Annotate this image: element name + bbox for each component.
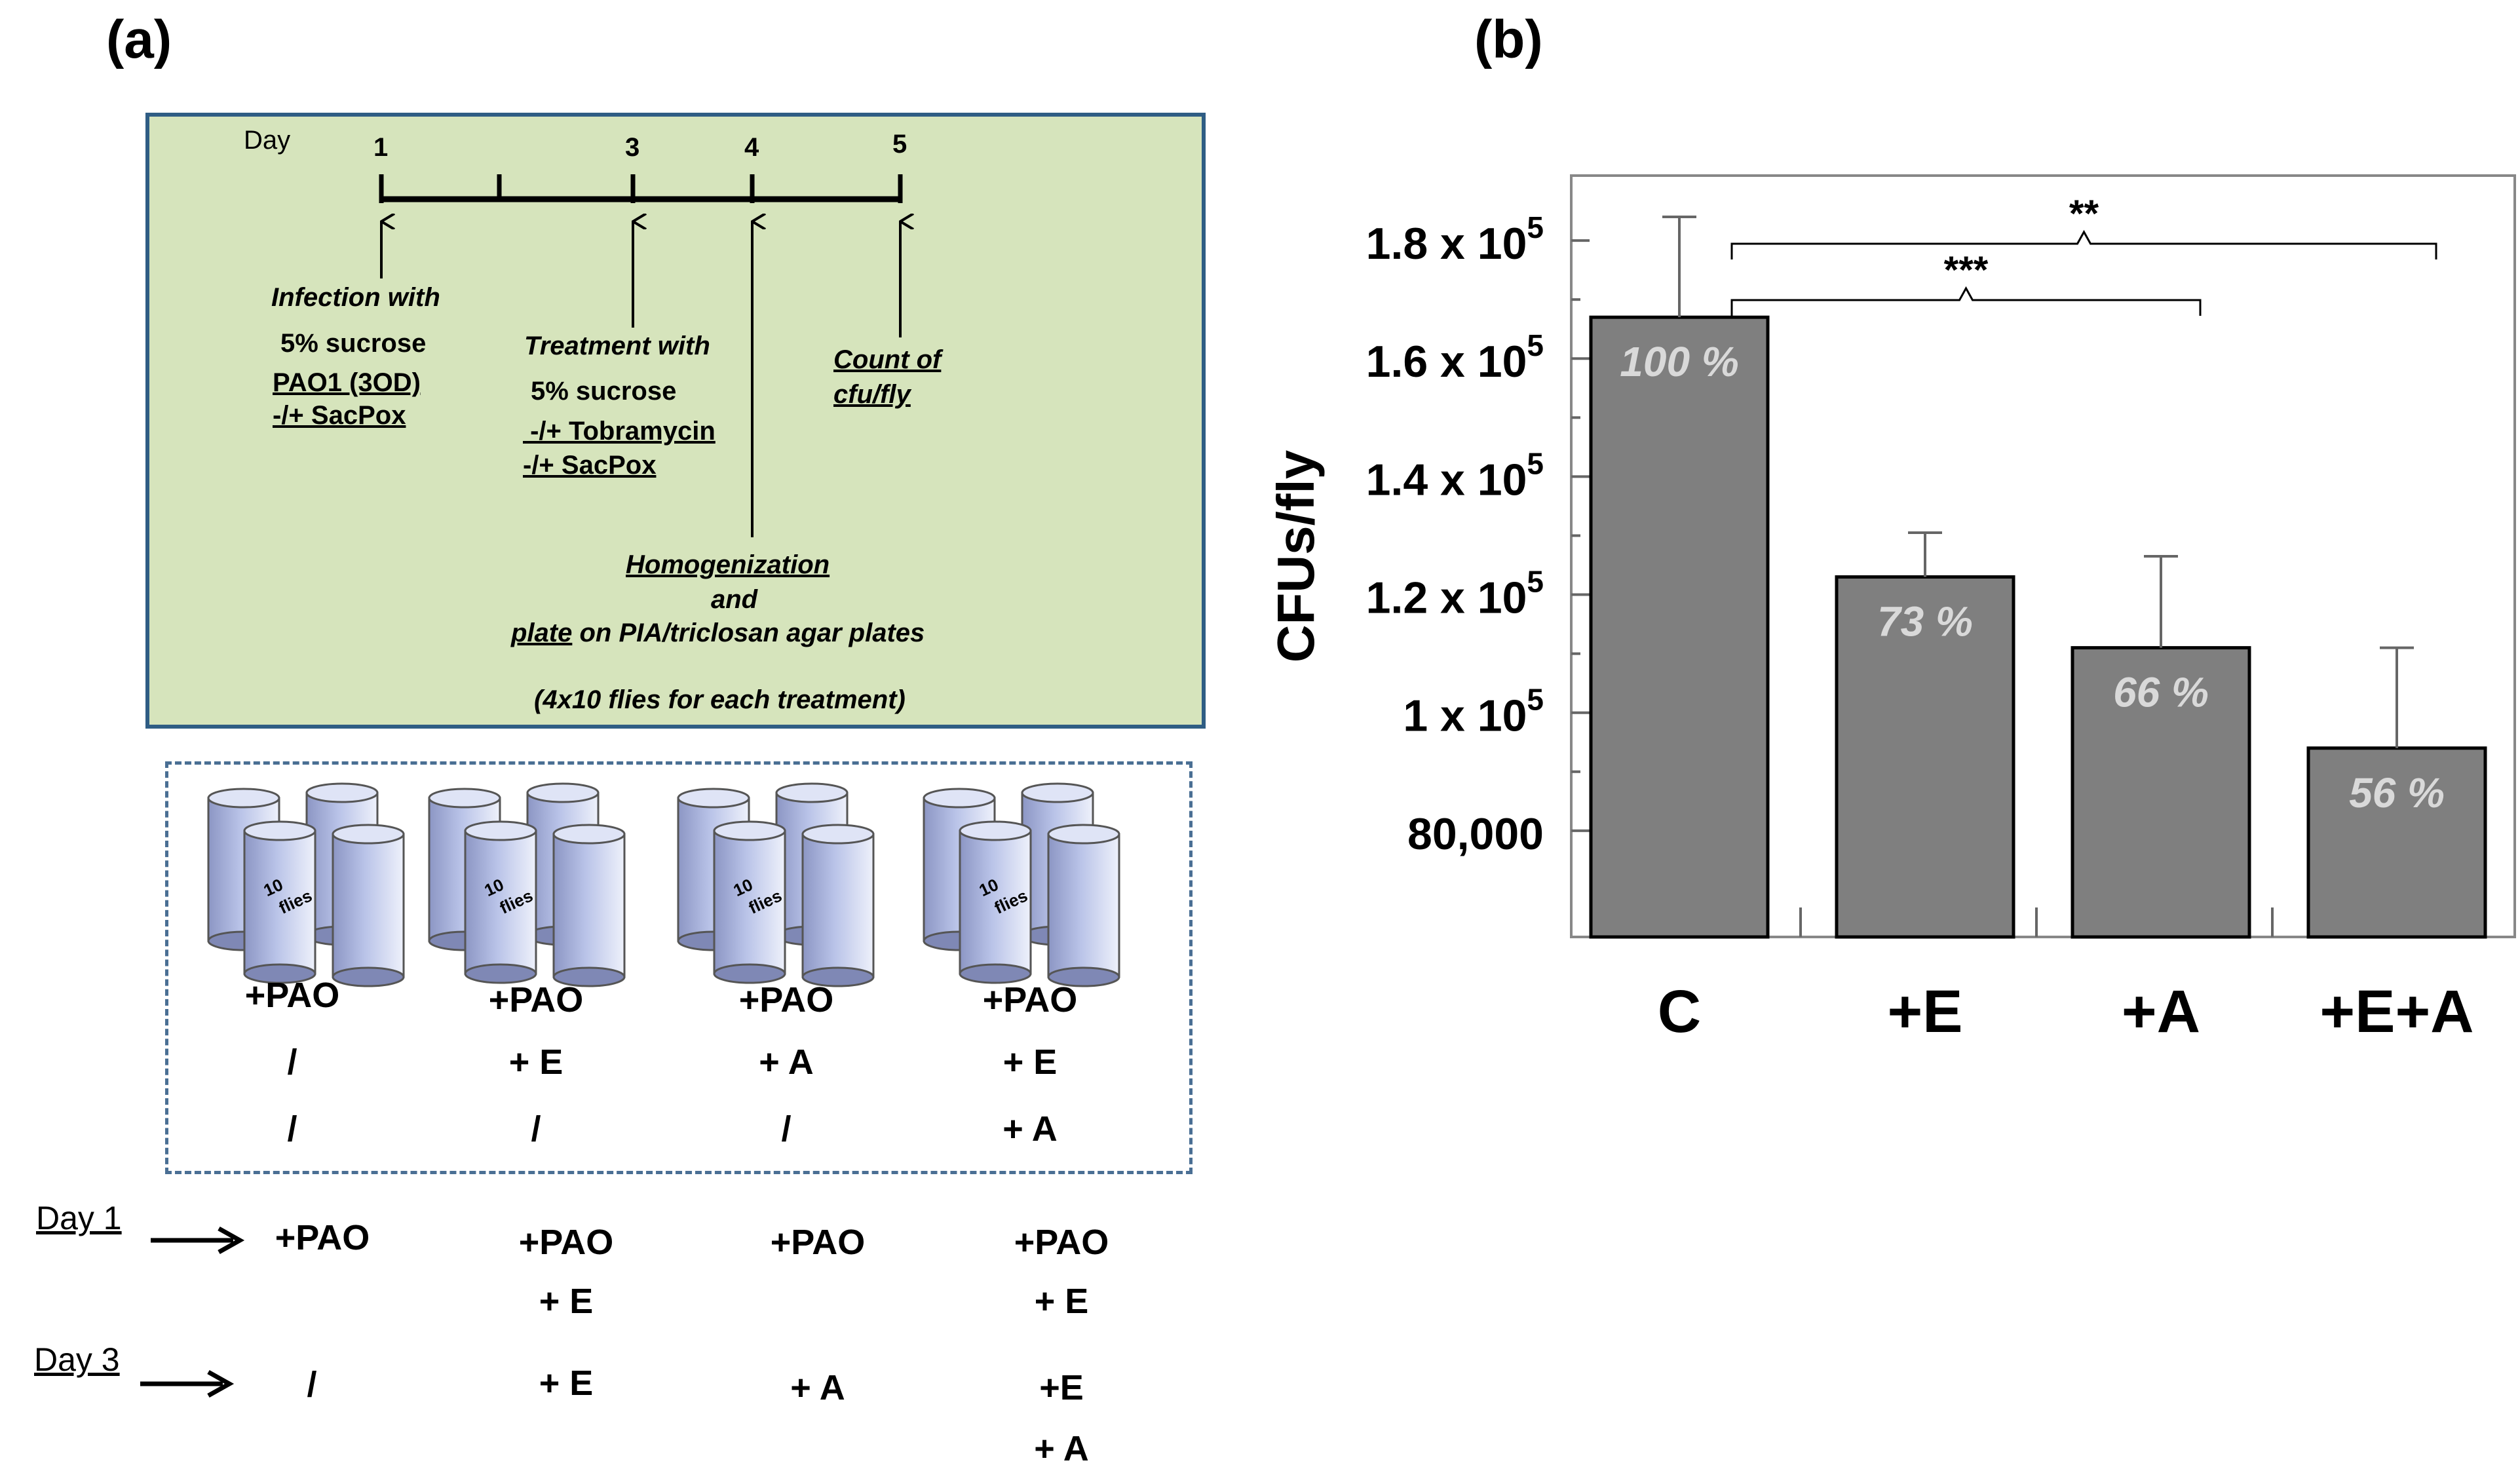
y-tick-exponent: 5 (1527, 210, 1544, 244)
day3-col4-line1: +E (1039, 1368, 1084, 1407)
homog-plate-word: plate (511, 619, 573, 647)
day1-arrow-head (218, 1226, 245, 1255)
count-unit: cfu/fly (833, 380, 911, 409)
y-axis-label: CFUs/fly (1267, 449, 1325, 662)
day1-col2-line1: +PAO (518, 1223, 614, 1262)
day1-label: Day 1 (36, 1200, 122, 1236)
x-category-label: C (1658, 978, 1701, 1045)
timeline-box (145, 113, 1206, 729)
vial (332, 824, 405, 987)
day1-col1-line1: +PAO (275, 1218, 370, 1257)
y-tick-exponent: 5 (1527, 565, 1544, 599)
bar-percent-label: 56 % (2349, 769, 2445, 816)
group1-line1: +PAO (244, 976, 340, 1015)
group4-line2: + E (1002, 1042, 1058, 1082)
day1-col2-line2: + E (539, 1282, 594, 1321)
homog-and: and (711, 585, 758, 614)
homog-replicates: (4x10 flies for each treatment) (534, 685, 906, 714)
y-tick-label: 1 x 105 (1403, 683, 1544, 741)
groups-box (165, 761, 1193, 1174)
day3-col3-line1: + A (790, 1368, 845, 1407)
vial (552, 824, 626, 987)
significance-bracket (1730, 229, 2437, 259)
y-tick-label: 1.2 x 105 (1366, 565, 1544, 623)
bar (2306, 746, 2487, 939)
group4-line1: +PAO (982, 980, 1078, 1020)
bar-percent-label: 66 % (2113, 669, 2209, 716)
timeline-day-5: 5 (892, 130, 907, 159)
plot-frame (1570, 174, 2516, 938)
timeline-day-1: 1 (373, 133, 389, 162)
significance-stars: *** (1944, 249, 1989, 292)
treatment-sucrose: 5% sucrose (531, 377, 677, 406)
treatment-sacpox: -/+ SacPox (523, 451, 657, 480)
bar-percent-label: 73 % (1877, 598, 1973, 645)
group2-line3: / (531, 1109, 541, 1149)
group3-line3: / (781, 1109, 792, 1149)
bar (1589, 315, 1770, 939)
significance-stars: ** (2069, 193, 2099, 235)
group3-line2: + A (759, 1042, 814, 1082)
y-tick-label: 80,000 (1407, 809, 1544, 859)
treatment-tobramycin: -/+ Tobramycin (523, 417, 716, 446)
homog-plate-line: plate on PIA/triclosan agar plates (511, 619, 925, 648)
y-tick-label: 1.4 x 105 (1366, 446, 1544, 505)
x-category-label: +E+A (2320, 978, 2473, 1045)
homog-title: Homogenization (626, 550, 830, 579)
panel-b-label: (b) (1474, 10, 1543, 69)
day3-col1-line1: / (307, 1365, 317, 1404)
timeline-day-3: 3 (625, 133, 640, 162)
vial (1047, 824, 1120, 987)
group1-line2: / (287, 1042, 297, 1082)
group3-line1: +PAO (738, 980, 834, 1020)
day3-label: Day 3 (34, 1341, 120, 1378)
day3-col2-line1: + E (539, 1364, 594, 1403)
group2-line2: + E (508, 1042, 563, 1082)
day3-arrow-head (207, 1369, 235, 1398)
infection-title: Infection with (271, 283, 440, 312)
homog-plate-rest: on PIA/triclosan agar plates (572, 619, 925, 647)
infection-strain: PAO1 (3OD) (273, 368, 421, 397)
y-tick-exponent: 5 (1527, 328, 1544, 362)
count-title: Count of (833, 345, 942, 374)
y-tick-exponent: 5 (1527, 683, 1544, 717)
x-category-label: +A (2122, 978, 2200, 1045)
y-tick-label: 1.8 x 105 (1366, 210, 1544, 269)
bar (2071, 646, 2251, 939)
y-tick-exponent: 5 (1527, 446, 1544, 480)
bar (1835, 575, 2015, 939)
group1-line3: / (287, 1109, 297, 1149)
vial (801, 824, 875, 987)
timeline-day-word: Day (244, 126, 291, 155)
significance-bracket (1730, 286, 2202, 316)
group2-line1: +PAO (488, 980, 584, 1020)
y-tick-label: 1.6 x 105 (1366, 328, 1544, 387)
bar-percent-label: 100 % (1620, 338, 1738, 385)
panel-a-label: (a) (106, 10, 172, 69)
timeline-day-4: 4 (744, 133, 759, 162)
infection-sucrose: 5% sucrose (280, 329, 427, 358)
day3-col4-line2: + A (1034, 1429, 1089, 1468)
infection-sacpox: -/+ SacPox (273, 401, 406, 430)
treatment-title: Treatment with (524, 332, 710, 360)
group4-line3: + A (1002, 1109, 1058, 1149)
day1-col4-line2: + E (1034, 1282, 1089, 1321)
x-category-label: +E (1887, 978, 1962, 1045)
day1-col4-line1: +PAO (1014, 1223, 1109, 1262)
day1-col3-line1: +PAO (770, 1223, 866, 1262)
